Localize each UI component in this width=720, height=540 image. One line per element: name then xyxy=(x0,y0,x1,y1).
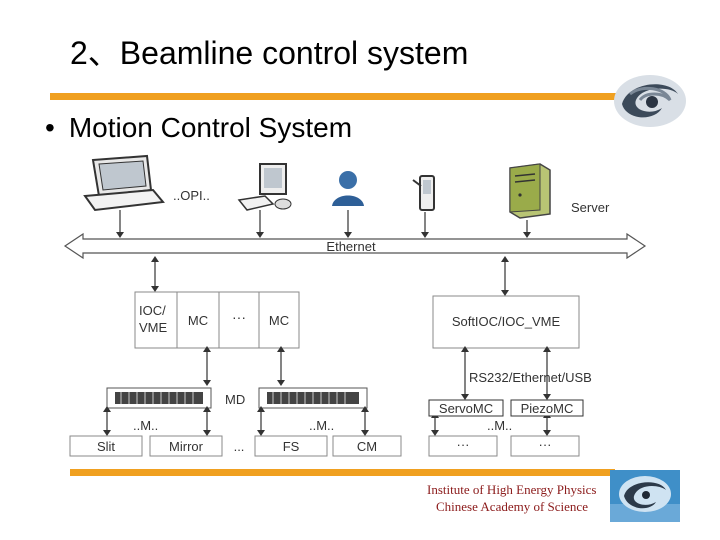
mirror-box xyxy=(149,435,223,457)
slit-label: Slit xyxy=(97,439,115,454)
device-box-right-2 xyxy=(510,435,580,457)
bottom-accent-bar xyxy=(70,469,615,476)
softioc-box xyxy=(432,295,580,349)
ioc-vme-rack xyxy=(134,291,300,349)
cm-box xyxy=(332,435,402,457)
ioc-label-line1: IOC/ xyxy=(139,303,166,318)
server-label: Server xyxy=(571,200,610,215)
server-icon xyxy=(509,163,551,219)
bottom-dots-mid: ... xyxy=(234,439,245,454)
desktop-computer-icon xyxy=(237,163,292,211)
ioc-label-line2: VME xyxy=(139,320,168,335)
motor-driver-left xyxy=(106,387,212,409)
servomc-box xyxy=(428,399,504,417)
ethernet-label: Ethernet xyxy=(326,239,376,254)
mc-label-2: MC xyxy=(269,313,289,328)
rack-ellipsis: ··· xyxy=(232,309,246,325)
m-label-mid: ..M.. xyxy=(309,418,334,433)
bullet-dot: • xyxy=(45,112,55,143)
piezomc-box xyxy=(510,399,584,417)
ethernet-bus xyxy=(63,232,647,260)
top-accent-bar xyxy=(50,93,625,100)
academy-name: Chinese Academy of Science xyxy=(436,499,588,514)
cm-label: CM xyxy=(357,439,377,454)
bullet-text: Motion Control System xyxy=(68,112,353,143)
m-label-left: ..M.. xyxy=(133,418,158,433)
fs-box xyxy=(254,435,328,457)
mirror-label: Mirror xyxy=(169,439,204,454)
fs-label: FS xyxy=(283,439,300,454)
slide-title: 2、Beamline control system xyxy=(70,35,469,71)
motion-control-diagram: ..OPI.. Server xyxy=(63,154,647,457)
softioc-label: SoftIOC/IOC_VME xyxy=(452,314,561,329)
ihep-logo-top xyxy=(614,75,686,127)
ihep-logo-bottom xyxy=(610,470,680,522)
m-label-right: ..M.. xyxy=(487,418,512,433)
device-box-right-1 xyxy=(428,435,498,457)
bullet-item: • Motion Control System xyxy=(45,112,352,144)
device-dots-right-1: ··· xyxy=(457,437,470,452)
rs232-label: RS232/Ethernet/USB xyxy=(469,370,592,385)
handheld-device-icon xyxy=(412,175,435,211)
piezomc-label: PiezoMC xyxy=(521,401,574,416)
mc-label-1: MC xyxy=(188,313,208,328)
motor-driver-right xyxy=(258,387,368,409)
laptop-icon xyxy=(83,154,165,212)
md-label: MD xyxy=(225,392,245,407)
institute-name: Institute of High Energy Physics xyxy=(427,482,597,497)
user-icon xyxy=(332,171,364,206)
slit-box xyxy=(69,435,143,457)
device-dots-right-2: ··· xyxy=(539,437,552,452)
opi-label: ..OPI.. xyxy=(173,188,210,203)
servomc-label: ServoMC xyxy=(439,401,493,416)
